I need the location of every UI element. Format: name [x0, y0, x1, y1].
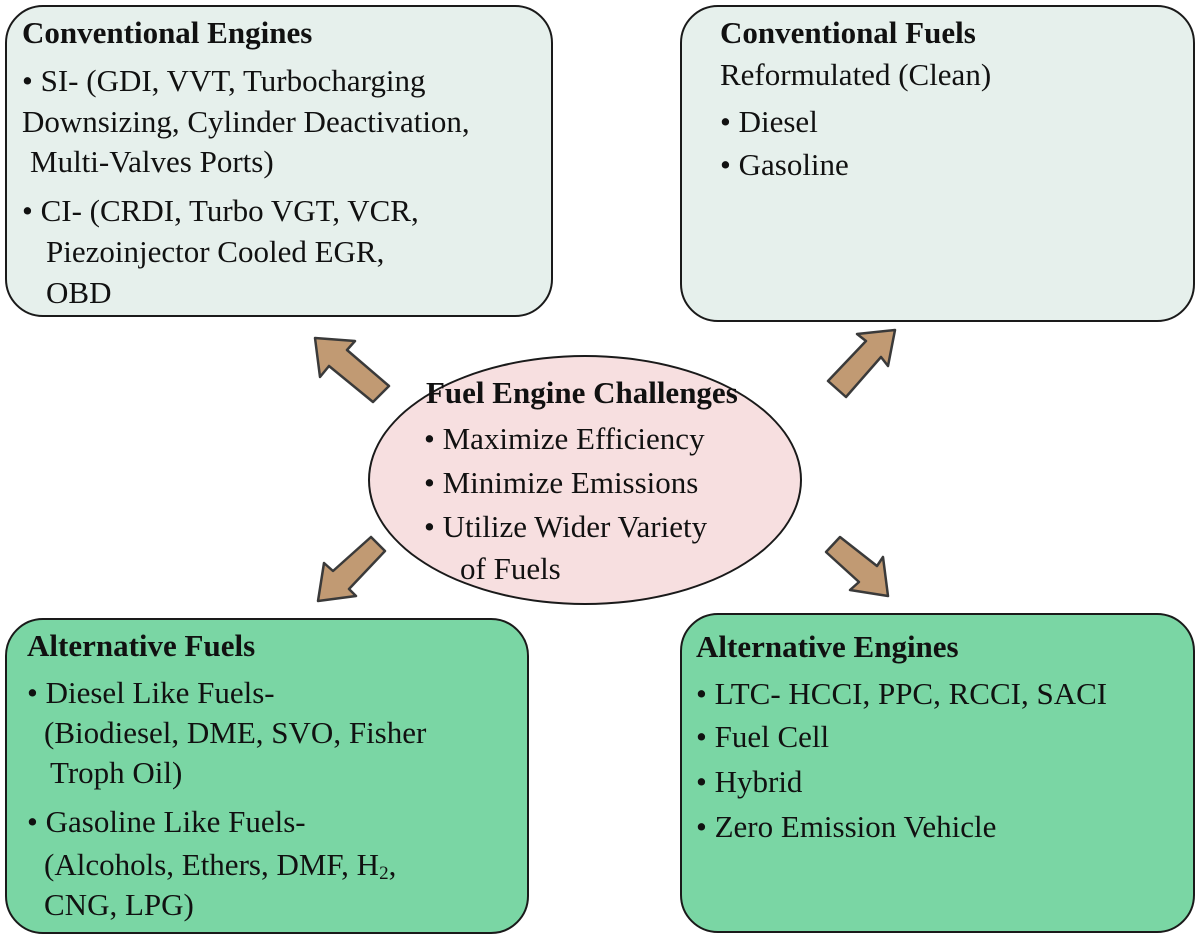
challenge-item-emissions-label: Minimize Emissions: [442, 465, 699, 500]
challenge-item-fuels-label: Utilize Wider Variety: [442, 509, 708, 544]
engine-item-zev: • Zero Emission Vehicle: [696, 810, 996, 844]
arrow-to-conventional-fuels: [826, 328, 897, 399]
gasoline-like-label: Gasoline Like Fuels-: [45, 804, 306, 839]
bullet: •: [696, 764, 707, 799]
challenges-title: Fuel Engine Challenges: [426, 375, 738, 410]
fuel-item-gasoline-label: Gasoline: [738, 147, 849, 182]
alternative-engines-title: Alternative Engines: [696, 629, 959, 664]
fuel-item-diesel-label: Diesel: [738, 104, 818, 139]
ci-bullet-line-1: • CI- (CRDI, Turbo VGT, VCR,: [22, 194, 419, 228]
ci-line-1: CI- (CRDI, Turbo VGT, VCR,: [40, 193, 419, 228]
challenge-item-fuels-cont: of Fuels: [460, 551, 561, 586]
challenge-item-efficiency: • Maximize Efficiency: [424, 422, 705, 456]
engine-item-ltc-label: LTC- HCCI, PPC, RCCI, SACI: [714, 676, 1108, 711]
conventional-fuels-title: Conventional Fuels: [720, 15, 976, 50]
gasoline-like-line-3: CNG, LPG): [44, 887, 194, 922]
arrow-to-conventional-engines: [313, 336, 391, 404]
bullet: •: [22, 63, 33, 98]
engine-item-zev-label: Zero Emission Vehicle: [714, 809, 997, 844]
conventional-fuels-subtitle: Reformulated (Clean): [720, 57, 992, 92]
bullet: •: [696, 676, 707, 711]
diesel-like-line-1: • Diesel Like Fuels-: [27, 676, 275, 710]
challenge-item-emissions: • Minimize Emissions: [424, 466, 698, 500]
h2-subscript: 2: [379, 863, 389, 884]
alternative-engines-box: [680, 613, 1195, 933]
bullet: •: [720, 104, 731, 139]
conventional-fuels-box: [680, 5, 1195, 322]
si-line-2: Downsizing, Cylinder Deactivation,: [22, 104, 470, 139]
ci-line-2: Piezoinjector Cooled EGR,: [46, 234, 385, 269]
gasoline-like-line-2-text: (Alcohols, Ethers, DMF, H: [44, 847, 380, 882]
challenges-ellipse: [368, 355, 802, 605]
engine-item-ltc: • LTC- HCCI, PPC, RCCI, SACI: [696, 677, 1107, 711]
alternative-fuels-title: Alternative Fuels: [27, 628, 256, 663]
fuel-item-diesel: • Diesel: [720, 105, 818, 139]
si-line-3: Multi-Valves Ports): [30, 144, 274, 179]
bullet: •: [696, 719, 707, 754]
challenge-item-efficiency-label: Maximize Efficiency: [442, 421, 705, 456]
gasoline-like-line-2-comma: ,: [388, 847, 397, 882]
bullet: •: [720, 147, 731, 182]
gasoline-like-line-1: • Gasoline Like Fuels-: [27, 805, 306, 839]
arrow-to-alternative-engines: [824, 535, 890, 598]
diesel-like-label: Diesel Like Fuels-: [45, 675, 275, 710]
arrow-to-alternative-fuels: [316, 535, 387, 603]
conventional-engines-box: [5, 5, 553, 317]
bullet: •: [27, 675, 38, 710]
engine-item-fuel-cell: • Fuel Cell: [696, 720, 829, 754]
si-line-1: SI- (GDI, VVT, Turbocharging: [40, 63, 426, 98]
bullet: •: [696, 809, 707, 844]
si-bullet-line-1: • SI- (GDI, VVT, Turbocharging: [22, 64, 426, 98]
engine-item-fuel-cell-label: Fuel Cell: [714, 719, 830, 754]
bullet: •: [424, 509, 435, 544]
diesel-like-line-2: (Biodiesel, DME, SVO, Fisher: [44, 715, 427, 750]
conventional-engines-title: Conventional Engines: [22, 15, 313, 50]
bullet: •: [424, 421, 435, 456]
bullet: •: [22, 193, 33, 228]
challenge-item-fuels: • Utilize Wider Variety: [424, 510, 707, 544]
engine-item-hybrid: • Hybrid: [696, 765, 802, 799]
gasoline-like-line-2: (Alcohols, Ethers, DMF, H2,: [44, 848, 396, 891]
alternative-fuels-box: [5, 618, 529, 934]
ci-line-3: OBD: [46, 275, 112, 310]
engine-item-hybrid-label: Hybrid: [714, 764, 803, 799]
bullet: •: [424, 465, 435, 500]
diesel-like-line-3: Troph Oil): [50, 755, 183, 790]
bullet: •: [27, 804, 38, 839]
fuel-item-gasoline: • Gasoline: [720, 148, 849, 182]
